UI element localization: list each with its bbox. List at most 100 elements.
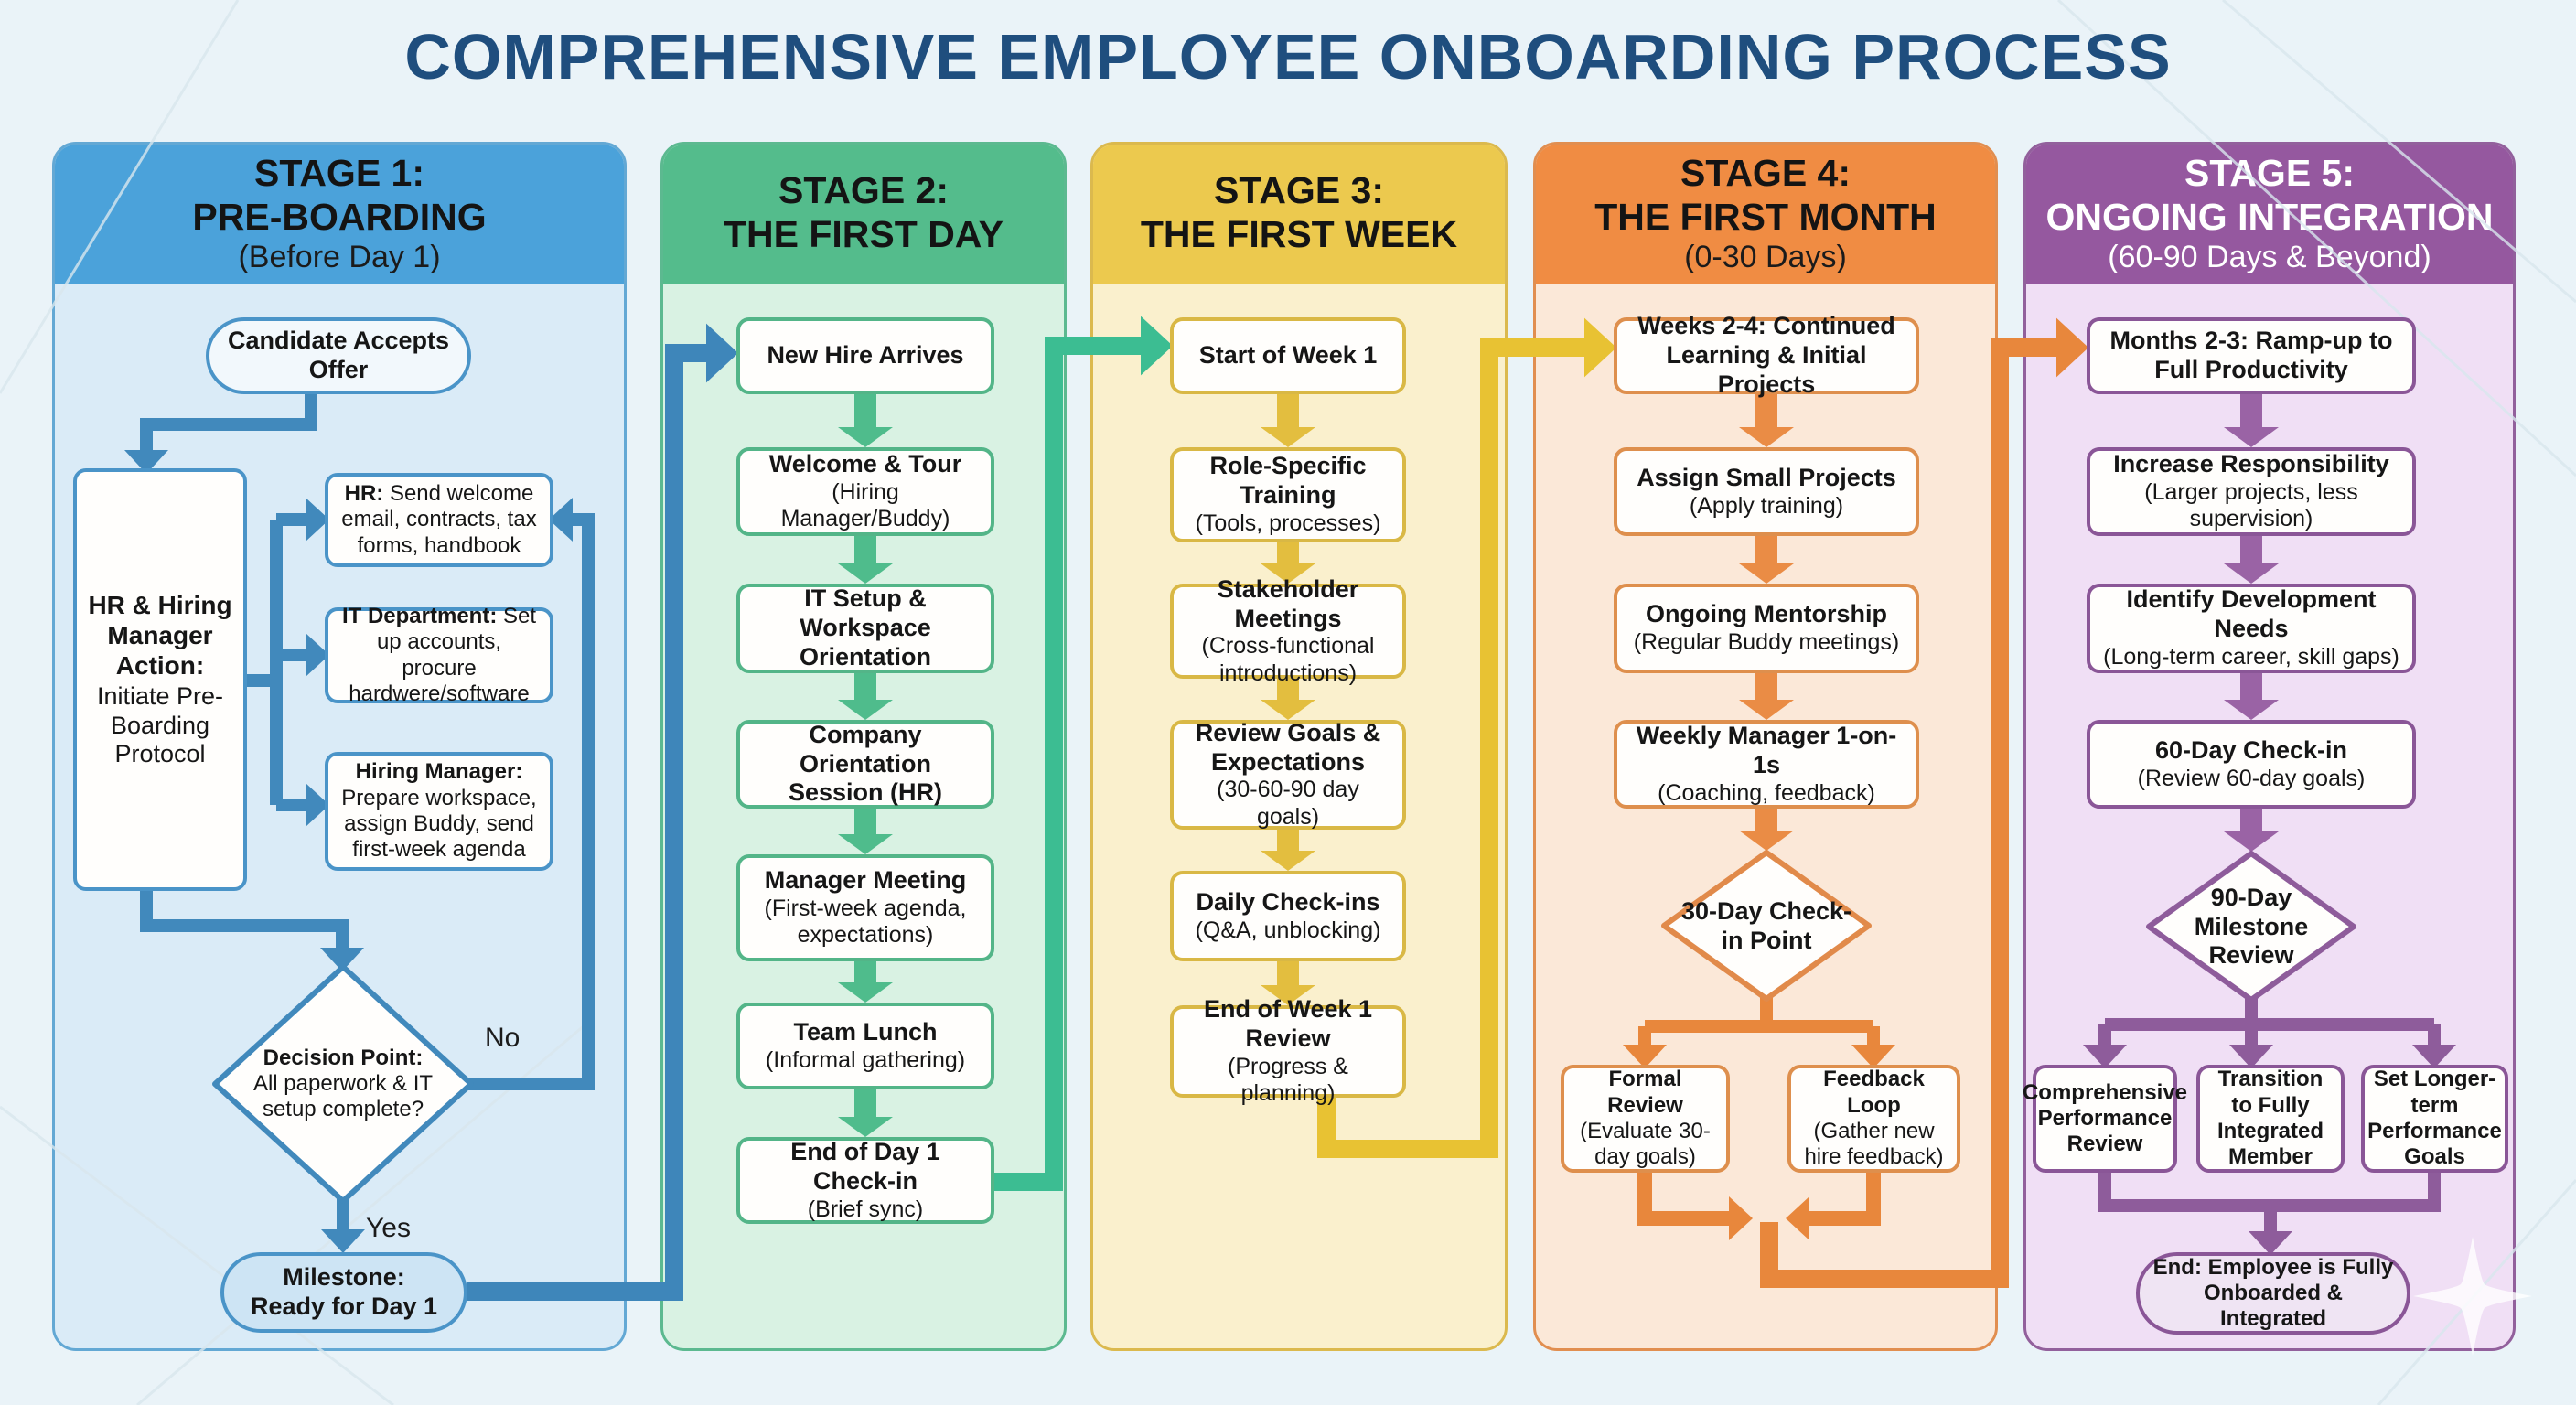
stage-1-header: STAGE 1: PRE-BOARDING (Before Day 1) (55, 145, 624, 284)
block-arrow-down-icon (838, 1089, 893, 1137)
block-arrow-down-icon (2224, 809, 2279, 852)
stage-5-title: STAGE 5: (2184, 152, 2356, 195)
block-arrow-down-icon (838, 673, 893, 720)
block-arrow-down-icon (838, 809, 893, 854)
decision-paperwork-it-complete: Decision Point: All paperwork & IT setup… (252, 1045, 434, 1122)
stage-4-subtitle: (0-30 Days) (1684, 240, 1847, 275)
node-set-longer-term-goals: Set Longer-term Performance Goals (2361, 1065, 2508, 1173)
block-arrow-down-icon (1261, 961, 1315, 1005)
flow-connector (1637, 1173, 1729, 1226)
background-pattern-line (0, 0, 240, 394)
node-months-2-3-rampup: Months 2-3: Ramp-up to Full Productivity (2087, 317, 2416, 394)
node-weeks-2-4-learning: Weeks 2-4: Continued Learning & Initial … (1614, 312, 1919, 398)
stage-2-title: STAGE 2: (778, 169, 950, 212)
node-weekly-manager-1on1s: Weekly Manager 1-on-1s (Coaching, feedba… (1614, 720, 1919, 809)
arrowhead-icon (2412, 1045, 2456, 1068)
block-arrow-down-icon (838, 394, 893, 447)
stage-4-name: THE FIRST MONTH (1594, 196, 1937, 239)
flow-connector (140, 394, 317, 450)
block-arrow-down-icon (2224, 394, 2279, 447)
block-arrow-down-icon (1261, 542, 1315, 584)
node-end-of-day1-checkin: End of Day 1 Check-in (Brief sync) (736, 1137, 994, 1224)
arrowhead-icon (2083, 1045, 2127, 1068)
block-arrow-down-icon (838, 536, 893, 584)
stage-3-title: STAGE 3: (1213, 169, 1385, 212)
node-candidate-accepts-offer: Candidate Accepts Offer (206, 317, 471, 394)
stage-1-title: STAGE 1: (253, 152, 425, 195)
node-company-orientation: Company Orientation Session (HR) (736, 720, 994, 809)
arrowhead-icon (2229, 1045, 2273, 1068)
node-end-fully-onboarded: End: Employee is Fully Onboarded & Integ… (2136, 1252, 2410, 1335)
label-no: No (485, 1023, 521, 1053)
node-team-lunch: Team Lunch (Informal gathering) (736, 1003, 994, 1089)
arrowhead-icon (1786, 1196, 1809, 1240)
stage-3-name: THE FIRST WEEK (1140, 213, 1458, 255)
background-pattern-line (0, 1105, 394, 1405)
node-ongoing-mentorship: Ongoing Mentorship (Regular Buddy meetin… (1614, 584, 1919, 673)
flow-connector (1760, 338, 2056, 1288)
arrowhead-icon (1141, 316, 1174, 376)
node-role-specific-training: Role-Specific Training (Tools, processes… (1170, 447, 1406, 542)
arrowhead-icon (306, 783, 329, 827)
stage-3-header: STAGE 3: THE FIRST WEEK (1093, 145, 1505, 284)
flow-connector (140, 891, 349, 948)
block-arrow-down-icon (1739, 673, 1794, 720)
arrowhead-icon (321, 1229, 365, 1253)
arrowhead-icon (549, 498, 573, 542)
block-arrow-down-icon (1261, 679, 1315, 720)
arrowhead-icon (1623, 1045, 1667, 1068)
stage-5-name: ONGOING INTEGRATION (2045, 196, 2494, 239)
arrowhead-icon (306, 498, 329, 542)
stage-1-subtitle: (Before Day 1) (238, 240, 441, 275)
arrowhead-icon (306, 633, 329, 677)
node-hiring-manager-prepare: Hiring Manager: Prepare workspace, assig… (325, 752, 553, 871)
stage-5-header: STAGE 5: ONGOING INTEGRATION (60-90 Days… (2026, 145, 2513, 284)
stage-1-name: PRE-BOARDING (192, 196, 487, 239)
node-hr-send-welcome: HR: Send welcome email, contracts, tax f… (325, 473, 553, 567)
label-yes: Yes (366, 1213, 411, 1243)
background-pattern-line (2056, 0, 2576, 477)
node-new-hire-arrives: New Hire Arrives (736, 317, 994, 394)
node-transition-fully-integrated: Transition to Fully Integrated Member (2196, 1065, 2345, 1173)
node-milestone-ready-day1: Milestone: Ready for Day 1 (220, 1252, 467, 1333)
block-arrow-down-icon (2224, 536, 2279, 584)
arrowhead-icon (1584, 317, 1617, 378)
arrowhead-icon (1852, 1045, 1895, 1068)
arrowhead-icon (1729, 1196, 1753, 1240)
node-it-setup-workspace: IT Setup & Workspace Orientation (736, 584, 994, 673)
node-welcome-tour: Welcome & Tour (Hiring Manager/Buddy) (736, 447, 994, 536)
node-assign-small-projects: Assign Small Projects (Apply training) (1614, 447, 1919, 536)
node-stakeholder-meetings: Stakeholder Meetings (Cross-functional i… (1170, 575, 1406, 686)
flow-connector (994, 337, 1141, 1191)
node-formal-review: Formal Review (Evaluate 30-day goals) (1561, 1065, 1730, 1173)
block-arrow-down-icon (1739, 394, 1794, 447)
node-comprehensive-performance-review: Comprehensive Performance Review (2023, 1065, 2187, 1173)
arrowhead-icon (320, 948, 364, 971)
stage-5-subtitle: (60-90 Days & Beyond) (2108, 240, 2431, 275)
node-60-day-checkin: 60-Day Check-in (Review 60-day goals) (2087, 720, 2416, 809)
flow-connector (1809, 1173, 1881, 1226)
node-increase-responsibility: Increase Responsibility (Larger projects… (2087, 447, 2416, 536)
diamond-decision-point (212, 964, 474, 1204)
arrowhead-icon (124, 450, 168, 474)
block-arrow-down-icon (1739, 536, 1794, 584)
flow-connector (1317, 338, 1584, 1158)
arrowhead-icon (706, 323, 739, 383)
background-pattern-line (2222, 0, 2576, 304)
stage-4-title: STAGE 4: (1680, 152, 1852, 195)
flow-connector (467, 513, 595, 1090)
node-identify-development-needs: Identify Development Needs (Long-term ca… (2087, 584, 2416, 673)
arrowhead-icon (2249, 1231, 2292, 1255)
node-end-of-week1-review: End of Week 1 Review (Progress & plannin… (1170, 995, 1406, 1106)
block-arrow-down-icon (1739, 809, 1794, 851)
block-arrow-down-icon (1261, 394, 1315, 447)
page-title: COMPREHENSIVE EMPLOYEE ONBOARDING PROCES… (404, 21, 2172, 92)
node-it-department-setup: IT Department: Set up accounts, procure … (325, 604, 553, 706)
block-arrow-down-icon (1261, 830, 1315, 871)
block-arrow-down-icon (838, 961, 893, 1003)
node-review-goals-expectations: Review Goals & Expectations (30-60-90 da… (1170, 719, 1406, 830)
arrowhead-icon (2056, 317, 2089, 378)
diamond-90-day-review (2146, 851, 2356, 1003)
block-arrow-down-icon (2224, 673, 2279, 720)
